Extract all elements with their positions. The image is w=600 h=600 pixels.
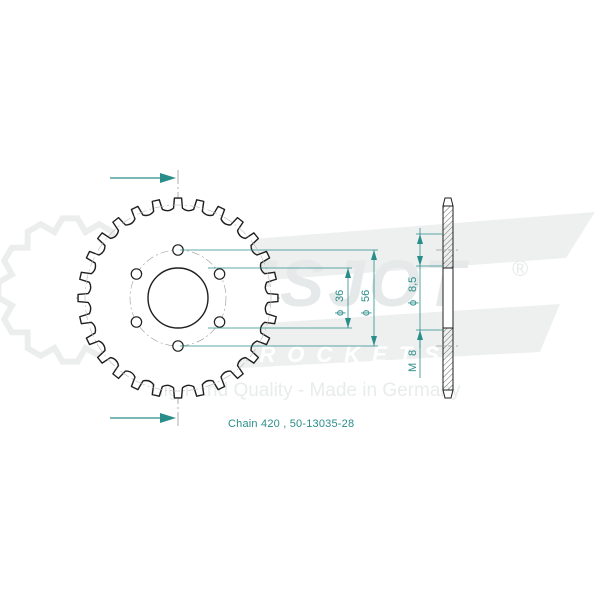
center-bore <box>147 267 209 329</box>
thread-arrow <box>417 330 423 340</box>
watermark-slogan: High End Quality - Made in Germany <box>150 380 461 401</box>
dim-thread-value: 8 <box>407 350 419 356</box>
watermark-brand: ESJOT <box>232 246 469 320</box>
part-caption: Chain 420 , 50-13035-28 <box>228 418 355 430</box>
dim56-arrow-bottom <box>371 336 377 346</box>
sprocket <box>77 197 279 399</box>
front-dim-labels: ϕ 36 ϕ 56 <box>334 290 372 316</box>
side-hatch-bottom <box>442 327 454 391</box>
dim-thread-symbol: M <box>407 363 419 372</box>
dim-boltcircle-symbol: ϕ <box>360 310 372 316</box>
side-tooth-bottom <box>442 389 454 399</box>
watermark-band-top <box>188 212 595 286</box>
side-dim-arrows <box>417 234 423 340</box>
side-dim-labels: ϕ 8,5 M 8 <box>407 277 419 372</box>
side-tooth-top <box>442 197 454 207</box>
dim-bore-symbol: ϕ <box>334 310 346 316</box>
side-view <box>436 197 460 399</box>
dim36-arrow-bottom <box>345 318 351 328</box>
front-dimensions <box>180 249 378 347</box>
side-bore-gap <box>442 267 454 329</box>
bolt-hole <box>130 316 143 328</box>
bolt-hole <box>213 268 226 280</box>
hole-arrow-bottom <box>417 256 423 266</box>
bolt-hole <box>130 268 143 280</box>
root-circle <box>84 204 272 392</box>
dim36-arrow-top <box>345 268 351 278</box>
bolt-holes <box>130 244 226 352</box>
dim56-arrow-top <box>371 250 377 260</box>
watermark: ESJOT ® SPROCKETS High End Quality - Mad… <box>0 212 595 401</box>
dim-boltcircle-value: 56 <box>360 290 372 302</box>
dim-hole-symbol: ϕ <box>407 300 419 306</box>
dim-hole-value: 8,5 <box>407 277 419 292</box>
watermark-registered: ® <box>512 256 528 281</box>
watermark-band-bottom <box>168 304 560 372</box>
front-dim-arrows <box>345 250 377 346</box>
arrow-bottom-head <box>160 413 176 423</box>
section-arrows <box>110 173 176 423</box>
arrow-top-head <box>160 173 176 183</box>
dim-bore-value: 36 <box>334 290 346 302</box>
bolt-hole <box>213 316 226 328</box>
side-hatch-top <box>442 205 454 269</box>
hole-arrow-top <box>417 234 423 244</box>
